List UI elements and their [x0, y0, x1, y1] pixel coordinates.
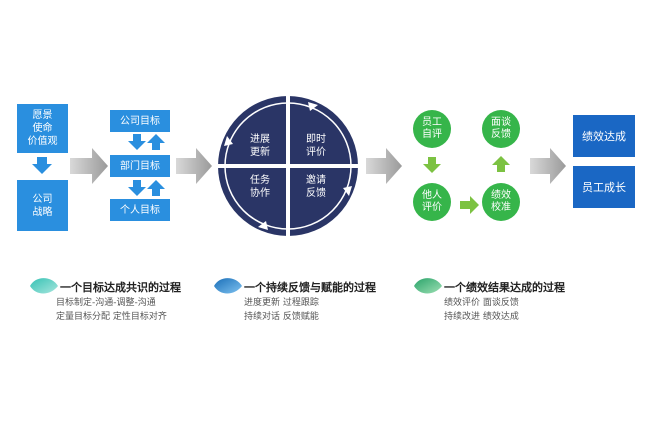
employee-growth-box: 员工成长 — [573, 166, 635, 208]
up-arrow-icon — [147, 180, 165, 196]
cycle-arrow-icon — [224, 136, 233, 146]
other-eval-node: 他人 评价 — [413, 183, 451, 221]
interview-feedback-node: 面谈 反馈 — [482, 110, 520, 148]
leaf-icon — [30, 278, 58, 294]
right-arrow-icon — [366, 148, 402, 184]
down-arrow-icon — [128, 180, 146, 196]
leaf-icon — [414, 278, 442, 294]
performance-achieve-box: 绩效达成 — [573, 115, 635, 157]
personal-goal-box: 个人目标 — [110, 199, 170, 221]
right-arrow-icon — [460, 196, 479, 214]
mission-box: 愿景 使命 价值观 — [17, 104, 68, 153]
dept-goal-box: 部门目标 — [110, 155, 170, 177]
section2-line2: 持续对话 反馈赋能 — [244, 312, 319, 322]
section1-line2: 定量目标分配 定性目标对齐 — [56, 312, 167, 322]
down-arrow-icon — [32, 157, 52, 174]
self-eval-node: 员工 自评 — [413, 110, 451, 148]
section1-line1: 目标制定-沟通-调整-沟通 — [56, 298, 156, 308]
cycle-arrow-icon — [343, 186, 352, 196]
section3-line1: 绩效评价 面谈反馈 — [444, 298, 519, 308]
down-arrow-icon — [128, 134, 146, 150]
down-arrow-icon — [423, 157, 441, 173]
quadrant-progress-update: 进展 更新 — [250, 134, 270, 158]
up-arrow-icon — [492, 156, 510, 172]
right-arrow-icon — [530, 148, 566, 184]
up-arrow-icon — [147, 134, 165, 150]
section3-title: 一个绩效结果达成的过程 — [444, 281, 565, 294]
strategy-box: 公司 战略 — [17, 180, 68, 231]
quadrant-task-collab: 任务 协作 — [250, 175, 270, 199]
quadrant-invite-feedback: 邀请 反馈 — [306, 175, 326, 199]
cycle-arrow-icon — [258, 221, 268, 230]
right-arrow-icon — [70, 148, 108, 184]
section3-line2: 持续改进 绩效达成 — [444, 312, 519, 322]
section2-line1: 进度更新 过程跟踪 — [244, 298, 319, 308]
leaf-icon — [214, 278, 242, 294]
calibration-node: 绩效 校准 — [482, 183, 520, 221]
section1-title: 一个目标达成共识的过程 — [60, 281, 181, 294]
right-arrow-icon — [176, 148, 212, 184]
company-goal-box: 公司目标 — [110, 110, 170, 132]
quadrant-instant-eval: 即时 评价 — [306, 134, 326, 158]
section2-title: 一个持续反馈与赋能的过程 — [244, 281, 376, 294]
cycle-arrow-icon — [308, 102, 318, 111]
